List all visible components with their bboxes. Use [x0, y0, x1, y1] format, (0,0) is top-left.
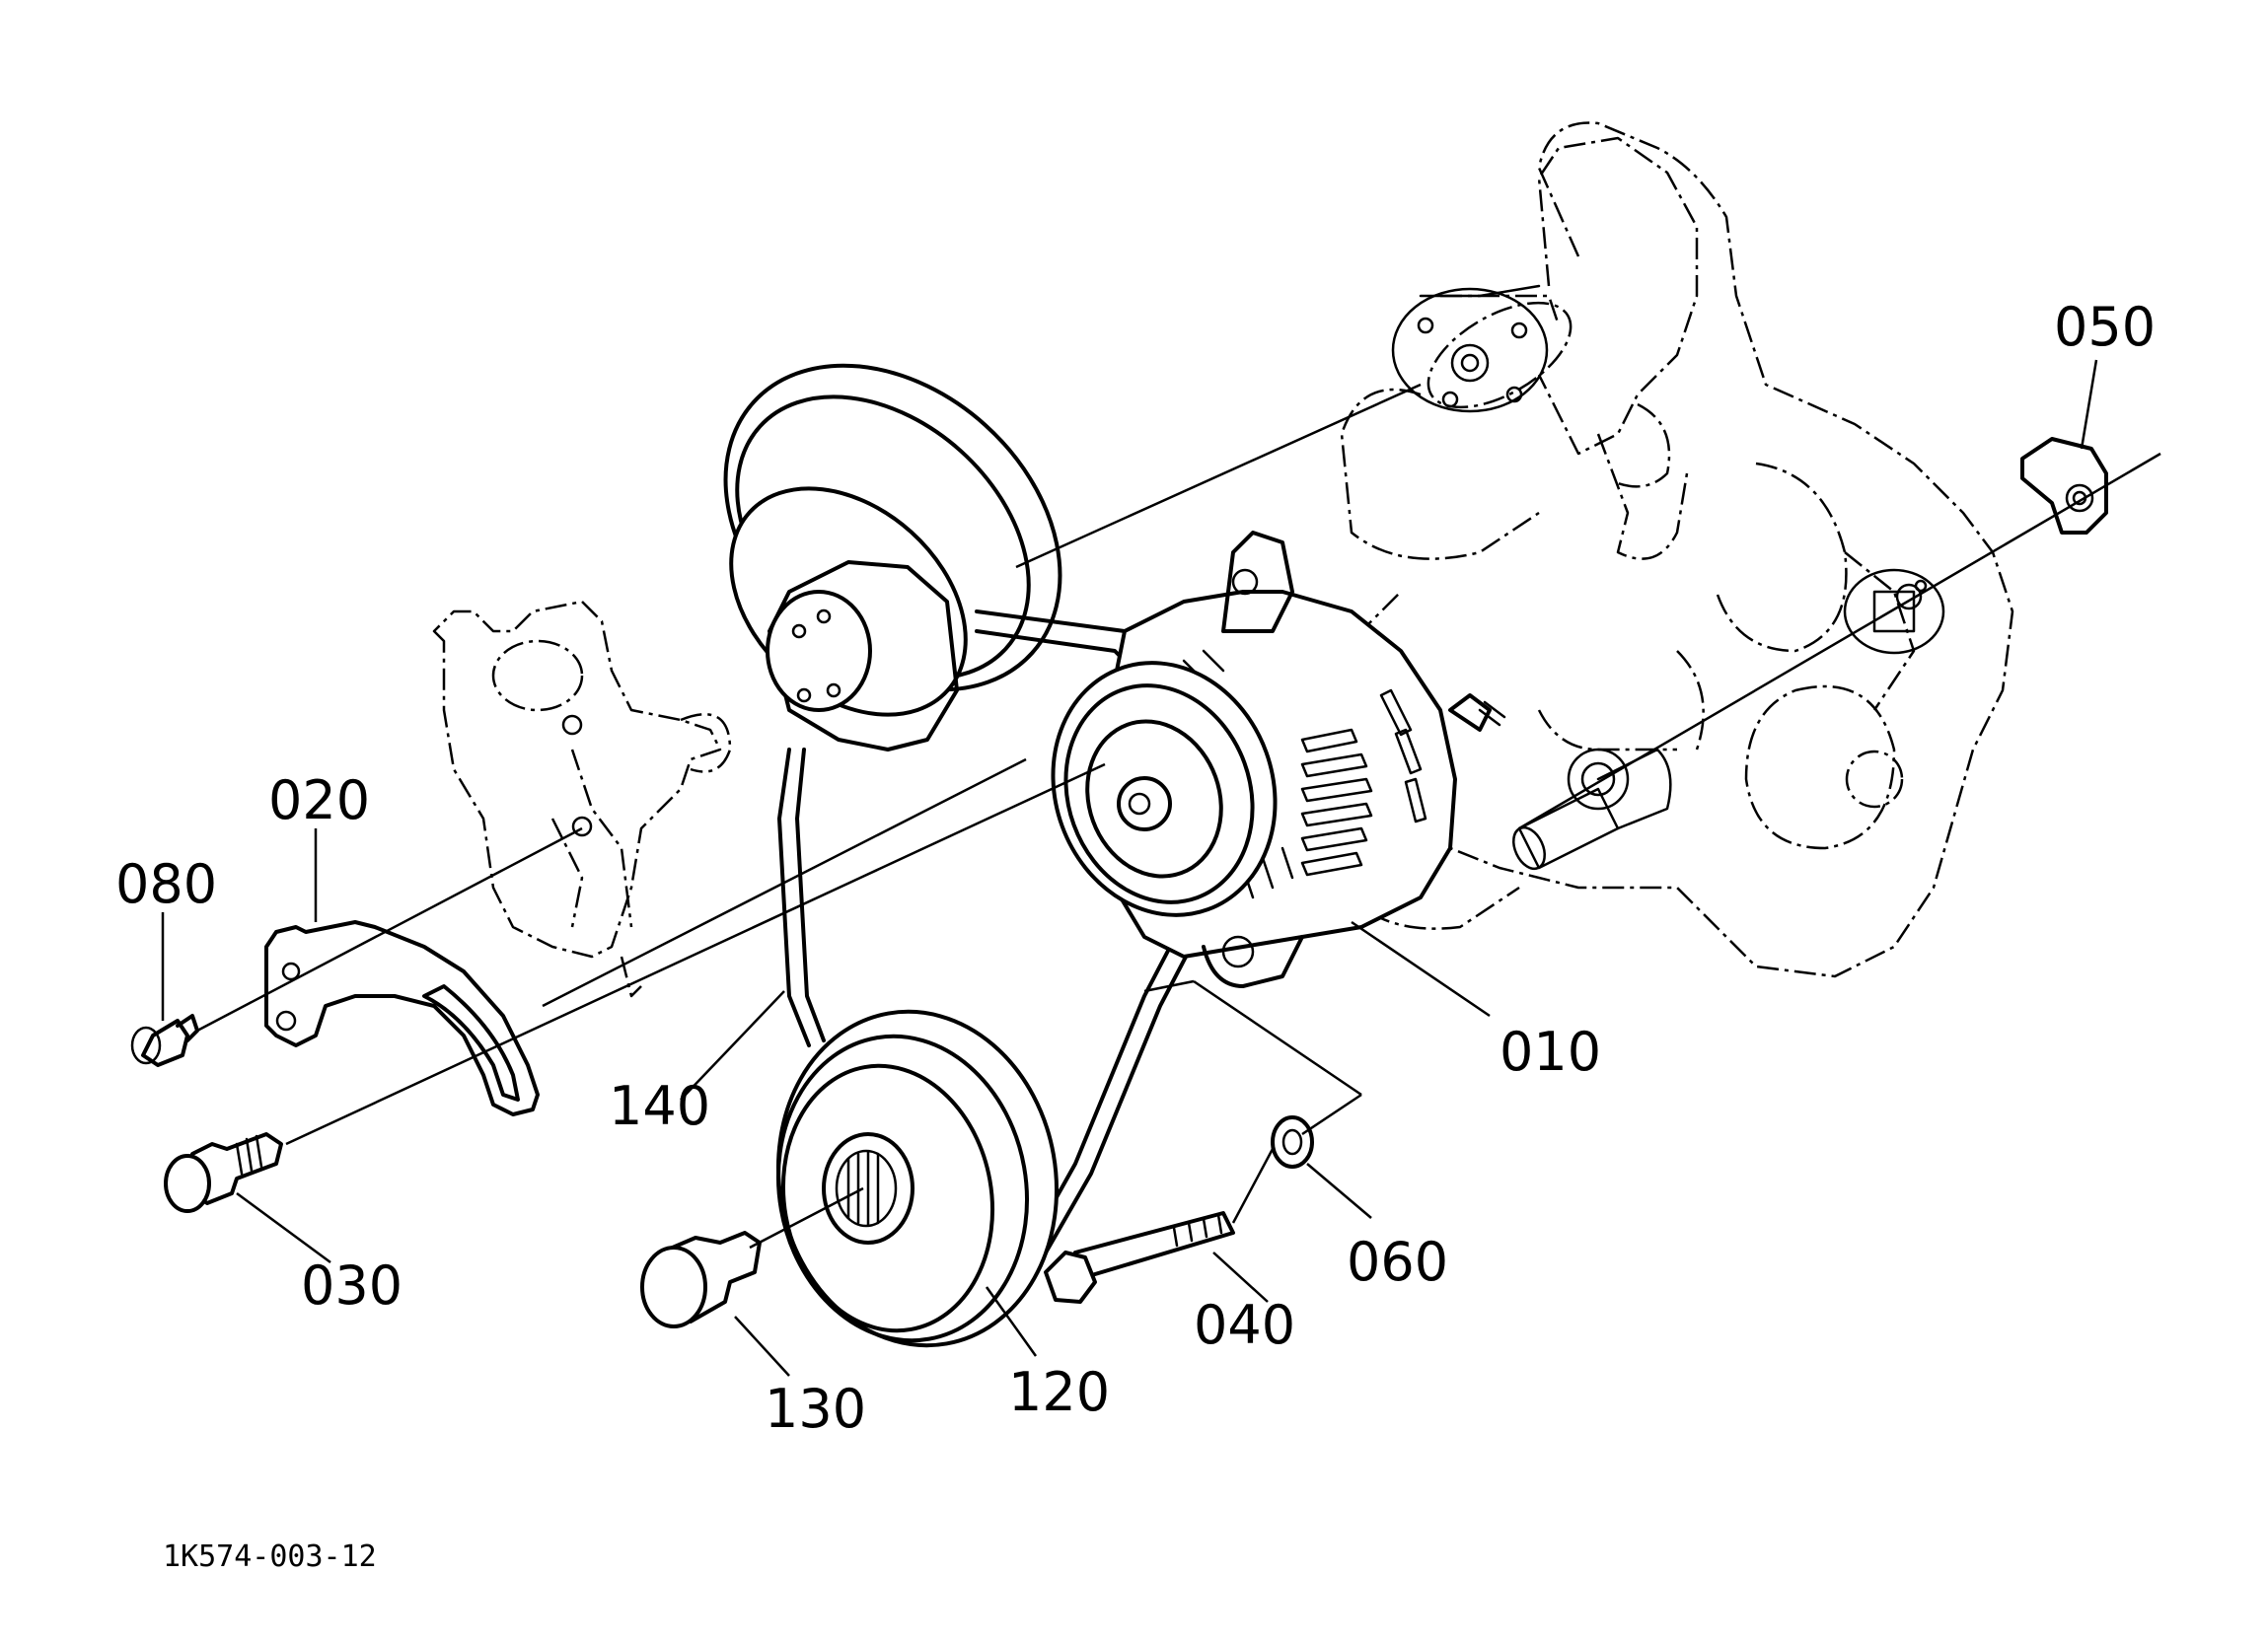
v-belt-drawing — [777, 609, 1221, 1296]
flange-bolt-drawing — [164, 1132, 283, 1213]
part-label-080[interactable]: 080 — [115, 853, 217, 915]
engine-block-phantom — [1340, 121, 2014, 978]
part-label-120[interactable]: 120 — [1008, 1361, 1110, 1423]
document-code: 1K574-003-12 — [163, 1539, 377, 1574]
part-labels: 010 020 030 040 050 060 080 120 130 140 — [115, 296, 2156, 1440]
part-label-060[interactable]: 060 — [1347, 1231, 1448, 1293]
crank-pulley-drawing — [775, 1009, 1059, 1348]
alternator-drawing — [1051, 531, 1506, 988]
part-label-040[interactable]: 040 — [1194, 1294, 1295, 1356]
part-label-030[interactable]: 030 — [301, 1254, 402, 1317]
long-bolt-drawing — [1044, 1211, 1235, 1304]
part-label-130[interactable]: 130 — [765, 1378, 866, 1440]
pulley-bolt-drawing — [640, 1231, 762, 1328]
part-label-140[interactable]: 140 — [609, 1075, 710, 1137]
fan-pulley-drawing — [723, 363, 1062, 751]
thermostat-housing-phantom — [432, 600, 732, 998]
stay-bracket-drawing — [264, 920, 540, 1116]
washer-drawing — [1271, 1115, 1314, 1169]
small-bolt-drawing — [130, 1014, 199, 1067]
part-label-050[interactable]: 050 — [2054, 296, 2156, 358]
assembly-center-lines — [196, 383, 2161, 1250]
nut-plate-drawing — [2020, 437, 2108, 535]
part-label-010[interactable]: 010 — [1500, 1021, 1601, 1083]
leader-lines — [161, 359, 2098, 1377]
part-label-020[interactable]: 020 — [268, 769, 370, 831]
